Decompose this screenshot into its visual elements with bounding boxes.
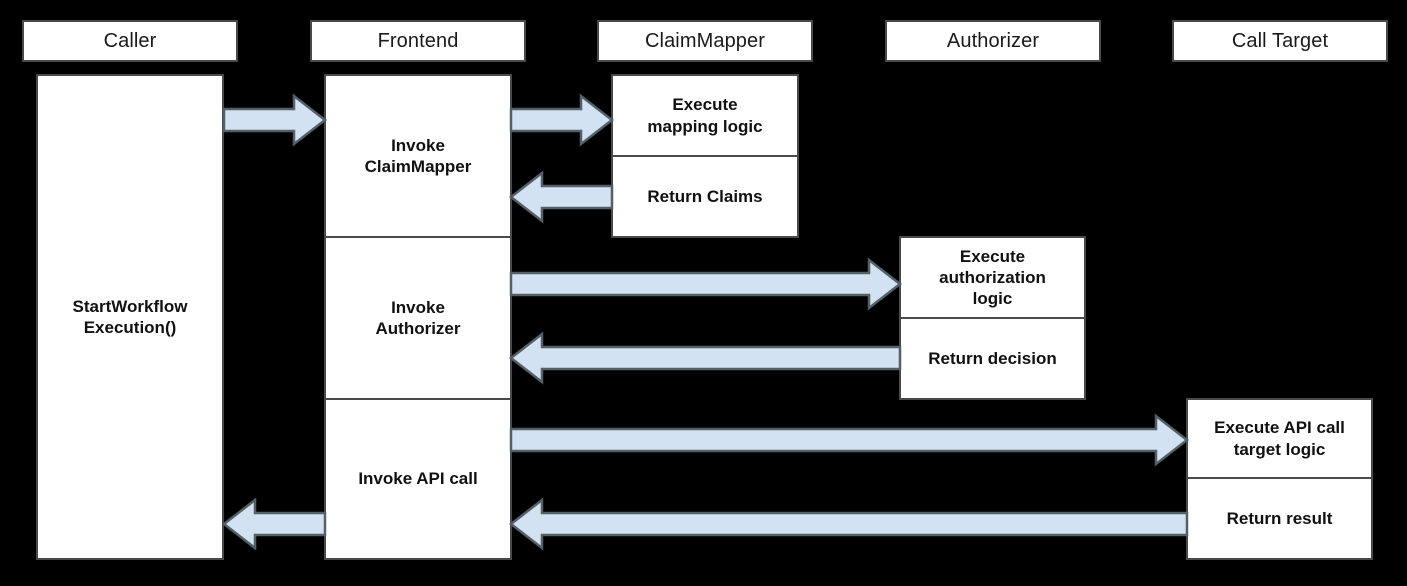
lane-header-label: Frontend — [377, 29, 459, 52]
lane-header-label: Authorizer — [946, 29, 1040, 52]
node-return-claims: Return Claims — [611, 155, 799, 238]
node-label: Invoke Authorizer — [375, 297, 461, 338]
node-invoke-claimmapper: Invoke ClaimMapper — [324, 74, 512, 238]
node-label: Return decision — [928, 348, 1057, 368]
node-label: Invoke ClaimMapper — [364, 135, 472, 176]
node-label: Execute mapping logic — [647, 95, 763, 136]
flow-arrow-frontend-to-claimmapper — [509, 93, 615, 147]
node-label: StartWorkflow Execution() — [72, 296, 188, 337]
lane-header-claimmapper: ClaimMapper — [597, 20, 813, 62]
lane-header-label: Caller — [103, 29, 157, 52]
flow-arrow-call-target-to-frontend — [508, 497, 1189, 551]
node-execute-api-call-target-logic: Execute API call target logic — [1186, 398, 1373, 479]
lane-header-authorizer: Authorizer — [885, 20, 1101, 62]
flow-arrow-authorizer-to-frontend — [508, 331, 902, 385]
lane-header-caller: Caller — [22, 20, 238, 62]
node-label: Invoke API call — [358, 469, 478, 489]
lane-header-frontend: Frontend — [310, 20, 526, 62]
node-label: Execute API call target logic — [1214, 418, 1345, 459]
node-label: Return result — [1226, 508, 1333, 528]
node-execute-authorization-logic: Execute authorization logic — [899, 236, 1086, 319]
node-start-workflow-execution: StartWorkflow Execution() — [36, 74, 224, 560]
lane-header-label: Call Target — [1231, 29, 1329, 52]
flow-arrow-claimmapper-to-frontend — [508, 170, 614, 224]
flow-arrow-frontend-to-caller — [221, 497, 327, 551]
flow-arrow-frontend-to-authorizer — [509, 257, 903, 311]
node-return-decision: Return decision — [899, 317, 1086, 400]
node-return-result: Return result — [1186, 477, 1373, 560]
node-label: Execute authorization logic — [939, 246, 1046, 309]
node-invoke-authorizer: Invoke Authorizer — [324, 236, 512, 400]
node-label: Return Claims — [647, 186, 763, 206]
node-execute-mapping-logic: Execute mapping logic — [611, 74, 799, 157]
flow-arrow-caller-to-frontend — [222, 93, 328, 147]
lane-header-label: ClaimMapper — [644, 29, 766, 52]
lane-header-call-target: Call Target — [1172, 20, 1388, 62]
flow-arrow-frontend-to-call-target — [509, 413, 1190, 467]
node-invoke-api-call: Invoke API call — [324, 398, 512, 560]
